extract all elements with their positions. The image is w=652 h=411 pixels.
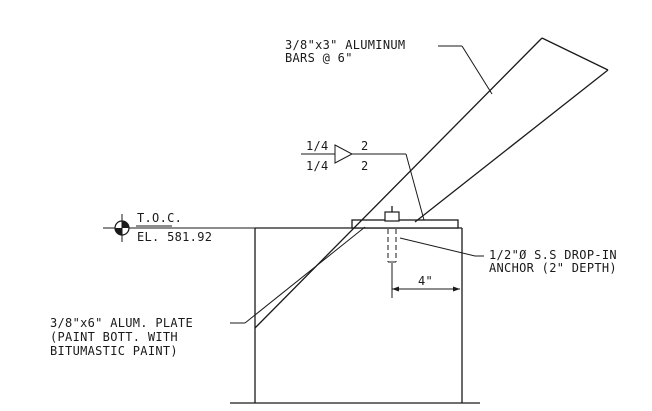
aluminum-plate bbox=[351, 219, 459, 229]
dimension-4in bbox=[391, 263, 460, 298]
plate-label-line2: (PAINT BOTT. WITH bbox=[50, 330, 178, 344]
anchor-label-line2: ANCHOR (2" DEPTH) bbox=[489, 261, 617, 275]
plate-label-line1: 3/8"x6" ALUM. PLATE bbox=[50, 316, 193, 330]
weld-symbol bbox=[301, 144, 425, 221]
dimension-label: 4" bbox=[418, 274, 433, 288]
anchor-label-line1: 1/2"Ø S.S DROP-IN bbox=[489, 248, 617, 262]
weld-bottom-length: 2 bbox=[361, 159, 369, 173]
bars-label-line2: BARS @ 6" bbox=[285, 51, 353, 65]
elevation-marker bbox=[103, 214, 255, 242]
plate-leader bbox=[230, 226, 366, 324]
elevation-label: EL. 581.92 bbox=[137, 230, 212, 244]
plate-label-line3: BITUMASTIC PAINT) bbox=[50, 344, 178, 358]
weld-top-size: 1/4 bbox=[306, 139, 329, 153]
bars-label-line1: 3/8"x3" ALUMINUM bbox=[285, 38, 405, 52]
anchor-leader bbox=[399, 237, 484, 257]
aluminum-bar bbox=[254, 37, 609, 329]
toc-label: T.O.C. bbox=[137, 211, 182, 225]
weld-bottom-size: 1/4 bbox=[306, 159, 329, 173]
drop-in-anchor bbox=[384, 206, 400, 263]
weld-top-length: 2 bbox=[361, 139, 369, 153]
bars-leader bbox=[438, 45, 493, 95]
